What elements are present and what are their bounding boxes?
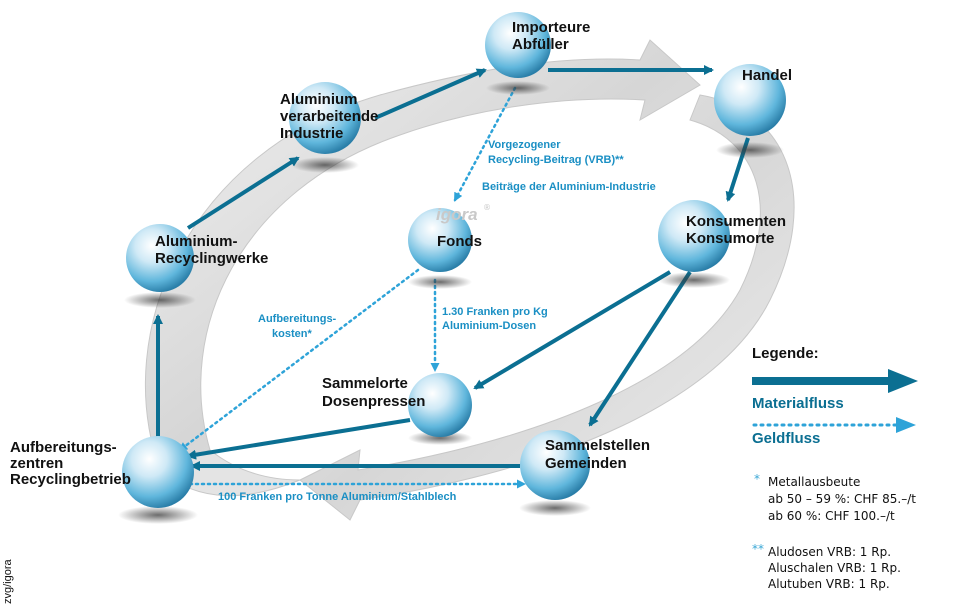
flow-sammelorte-aufbereitung xyxy=(186,418,411,460)
flow-label-line: Aluminium-Dosen xyxy=(442,320,536,332)
footnote-line: ab 60 %: CHF 100.–/t xyxy=(768,509,895,523)
footnotes: * Metallausbeute ab 50 – 59 %: CHF 85.–/… xyxy=(752,472,920,591)
sphere-sammelorte xyxy=(408,373,472,445)
money-flow-arrows xyxy=(178,86,526,489)
label-line: Dosenpressen xyxy=(322,393,425,410)
flow-recyclingwerke-industrie xyxy=(186,156,300,230)
igora-logo: igora xyxy=(436,205,478,224)
flow-label-aufbereitungskosten: Aufbereitungs- kosten* xyxy=(258,313,339,340)
label-aufbereitung: Aufbereitungs- zentren Recyclingbetrieb xyxy=(10,439,131,488)
sphere-handel xyxy=(714,64,786,158)
label-line: Importeure xyxy=(512,19,590,36)
label-line: Aluminium- xyxy=(155,233,238,250)
label-line: verarbeitende xyxy=(280,108,378,125)
footnote-line: Aludosen VRB: 1 Rp. xyxy=(768,545,891,559)
label-line: zentren xyxy=(10,455,63,472)
label-line: Handel xyxy=(742,67,792,84)
sphere-recyclingwerke xyxy=(124,224,196,308)
label-handel: Handel xyxy=(742,67,792,84)
photo-credit-text: zvg/igora xyxy=(2,559,14,604)
label-sammelorte: Sammelorte Dosenpressen xyxy=(322,375,425,410)
label-aluminium-industrie: Aluminium verarbeitende Industrie xyxy=(280,91,383,142)
label-importeure: Importeure Abfüller xyxy=(512,19,595,53)
flow-label-line: Aufbereitungs- xyxy=(258,313,337,325)
flow-label-franken-tonne: 100 Franken pro Tonne Aluminium/Stahlble… xyxy=(218,491,457,503)
legend-material-arrow xyxy=(752,369,918,393)
label-line: Sammelorte xyxy=(322,375,408,392)
footnote-metall: Metallausbeute ab 50 – 59 %: CHF 85.–/t … xyxy=(768,475,920,523)
legend-money-label: Geldfluss xyxy=(752,430,820,447)
sphere-sammelstellen xyxy=(519,430,591,516)
footnote-line: Metallausbeute xyxy=(768,475,860,489)
flow-konsumenten-sammelorte xyxy=(473,270,672,390)
legend-money-arrowhead xyxy=(896,417,916,433)
sphere-fonds xyxy=(408,208,472,289)
footnote-line: Aluschalen VRB: 1 Rp. xyxy=(768,561,901,575)
footnote-star-vrb: ** xyxy=(752,542,764,556)
flow-label-line: kosten* xyxy=(272,328,312,340)
footnote-star-metall: * xyxy=(754,472,760,486)
label-line: Industrie xyxy=(280,125,343,142)
sphere-aluminium-industrie xyxy=(289,82,361,173)
flow-label-franken-kg: 1.30 Franken pro Kg Aluminium-Dosen xyxy=(442,306,551,332)
flow-label-line: Recycling-Beitrag (VRB)** xyxy=(488,154,624,166)
label-line: Gemeinden xyxy=(545,455,627,472)
footnote-vrb: Aludosen VRB: 1 Rp. Aluschalen VRB: 1 Rp… xyxy=(768,545,905,591)
label-recyclingwerke: Aluminium- Recyclingwerke xyxy=(155,233,268,267)
photo-credit: zvg/igora xyxy=(2,548,16,604)
label-line: Konsumenten xyxy=(686,213,786,230)
flow-label-beitraege: Beiträge der Aluminium-Industrie xyxy=(482,181,656,193)
label-line: Fonds xyxy=(437,233,482,250)
label-konsumenten: Konsumenten Konsumorte xyxy=(686,213,790,247)
label-line: Sammelstellen xyxy=(545,437,650,454)
footnote-line: Alutuben VRB: 1 Rp. xyxy=(768,577,890,591)
label-line: Recyclingwerke xyxy=(155,250,268,267)
flow-konsumenten-sammelstellen xyxy=(588,270,692,427)
registered-mark: ® xyxy=(483,203,491,212)
flow-label-vrb: Vorgezogener Recycling-Beitrag (VRB)** xyxy=(488,139,624,166)
flow-label-line: 1.30 Franken pro Kg xyxy=(442,306,548,318)
sphere-konsumenten xyxy=(658,200,730,288)
money-importeure-fonds xyxy=(453,86,517,202)
label-line: Aluminium xyxy=(280,91,358,108)
legend: Legende: Materialfluss Geldfluss xyxy=(752,345,918,447)
label-line: Konsumorte xyxy=(686,230,774,247)
money-fonds-aufbereitung xyxy=(178,268,420,452)
flow-industrie-importeure xyxy=(374,68,487,120)
label-sammelstellen: Sammelstellen Gemeinden xyxy=(545,437,654,472)
legend-material-label: Materialfluss xyxy=(752,395,844,412)
label-line: Recyclingbetrieb xyxy=(10,471,131,488)
material-flow-arrows xyxy=(153,65,750,471)
legend-title: Legende: xyxy=(752,345,819,362)
label-line: Aufbereitungs- xyxy=(10,439,117,456)
label-fonds: Fonds xyxy=(437,233,482,250)
footnote-line: ab 50 – 59 %: CHF 85.–/t xyxy=(768,492,916,506)
label-line: Abfüller xyxy=(512,36,569,53)
flow-label-line: Vorgezogener xyxy=(488,139,561,151)
sphere-importeure xyxy=(485,12,551,95)
sphere-aufbereitung xyxy=(118,436,198,524)
